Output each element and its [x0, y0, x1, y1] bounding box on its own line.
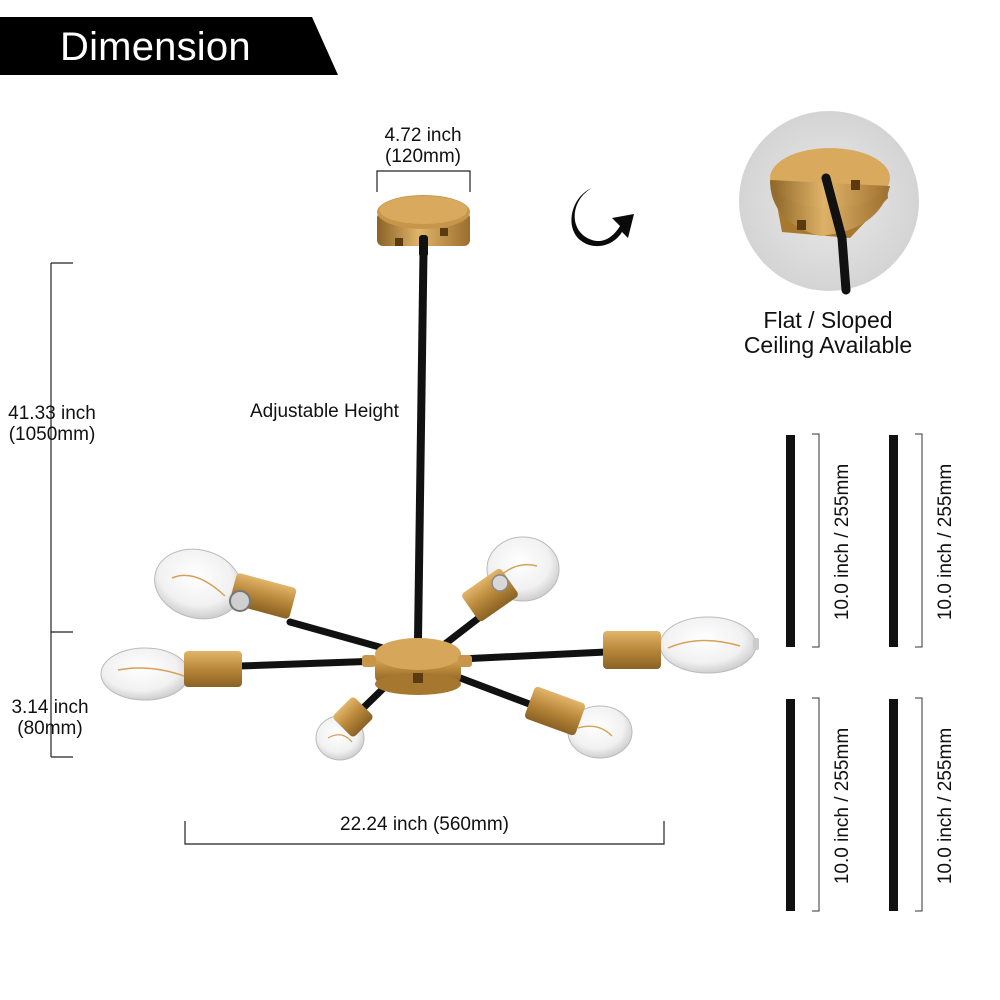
extension-rods [786, 433, 923, 912]
extension-rod-4 [889, 697, 923, 912]
banner-background [0, 17, 338, 75]
rod-4-length-label: 10.0 inch / 255mm [935, 727, 956, 885]
sloped-ceiling-detail [739, 111, 919, 295]
body-height-inch: 3.14 inch [11, 697, 89, 718]
rod-1-length-label: 10.0 inch / 255mm [832, 463, 853, 621]
rod-3-length-label: 10.0 inch / 255mm [832, 727, 853, 885]
extension-rod-3 [786, 697, 820, 912]
canopy-width-inch: 4.72 inch [384, 125, 462, 146]
extension-rod-2 [889, 433, 923, 648]
overall-height-bracket [50, 262, 73, 758]
down-rod [414, 235, 428, 644]
bulb-upper-left [154, 548, 297, 620]
ceiling-note-line2: Ceiling Available [743, 332, 913, 358]
bulb-right [603, 616, 759, 674]
overall-width-bracket [184, 821, 665, 845]
bulb-upper-right [462, 536, 560, 622]
canopy-width-mm: (120mm) [384, 146, 461, 167]
bulb-bottom-left [315, 697, 373, 761]
bulb-left [100, 647, 242, 701]
canopy-width-bracket [376, 170, 471, 192]
overall-height-mm: (1050mm) [8, 424, 96, 445]
bulb-bottom-right [524, 686, 633, 759]
adjustable-height-label: Adjustable Height [250, 401, 399, 422]
extension-rod-1 [786, 433, 820, 648]
banner-title: Dimension [60, 25, 251, 69]
ceiling-note-line1: Flat / Sloped [763, 307, 893, 333]
rod-2-length-label: 10.0 inch / 255mm [935, 463, 956, 621]
dimension-banner: Dimension [0, 17, 340, 75]
overall-width-label: 22.24 inch (560mm) [340, 814, 509, 835]
body-height-mm: (80mm) [17, 718, 83, 739]
overall-height-inch: 41.33 inch [8, 403, 96, 424]
ceiling-canopy [377, 195, 470, 246]
center-hub [362, 638, 472, 695]
curved-arrow-icon [571, 188, 634, 247]
